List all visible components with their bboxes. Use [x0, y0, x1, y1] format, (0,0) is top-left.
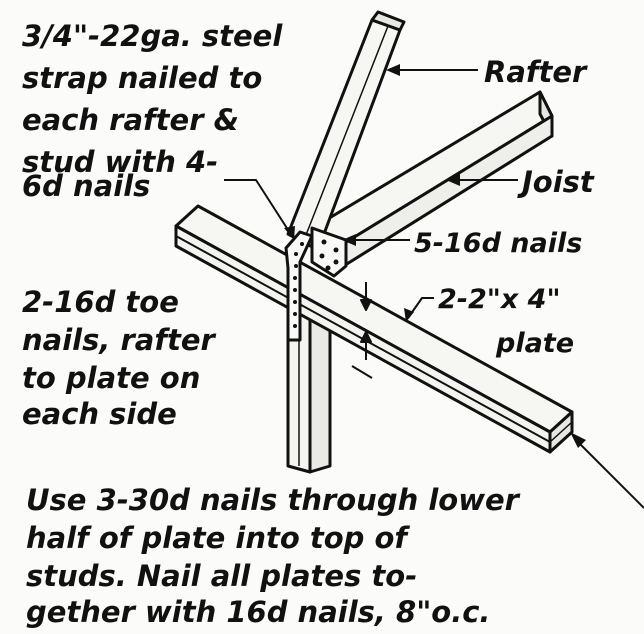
- toe-line-1: 2-16d toe: [22, 285, 179, 319]
- strap-line-1: 3/4"-22ga. steel: [22, 19, 283, 53]
- plate-callout: 2-2"x 4" plate: [438, 284, 574, 359]
- note-line-4: gether with 16d nails, 8"o.c.: [26, 595, 490, 629]
- toe-line-4: each side: [22, 397, 177, 431]
- leader-lines: [224, 64, 644, 509]
- strap-nail-holes: [293, 239, 339, 328]
- note-line-2: half of plate into top of: [26, 521, 410, 555]
- toe-nails-callout: 2-16d toe nails, rafter to plate on each…: [22, 285, 216, 431]
- lumber-drawing: [174, 10, 644, 509]
- plate-label: plate: [495, 328, 574, 359]
- note-line-1: Use 3-30d nails through lower: [26, 483, 521, 517]
- note-line-3: studs. Nail all plates to-: [26, 559, 417, 593]
- rafter-label: Rafter: [484, 55, 588, 89]
- steel-strap: [284, 226, 348, 342]
- strap-callout: 3/4"-22ga. steel strap nailed to each ra…: [22, 19, 283, 203]
- labels: 3/4"-22ga. steel strap nailed to each ra…: [22, 19, 595, 629]
- joist-label: Joist: [517, 165, 595, 199]
- plate-dimension: [351, 282, 373, 379]
- plate-size-label: 2-2"x 4": [438, 284, 561, 315]
- toe-line-3: to plate on: [22, 361, 200, 395]
- bottom-note: Use 3-30d nails through lower half of pl…: [26, 483, 521, 629]
- strap-line-2: strap nailed to: [22, 61, 262, 95]
- strap-line-4: stud with 4-: [22, 145, 218, 179]
- toe-line-2: nails, rafter: [22, 323, 216, 357]
- strap-line-5: 6d nails: [22, 169, 150, 203]
- nails-5-16d-label: 5-16d nails: [414, 228, 582, 259]
- strap-line-3: each rafter &: [22, 103, 239, 137]
